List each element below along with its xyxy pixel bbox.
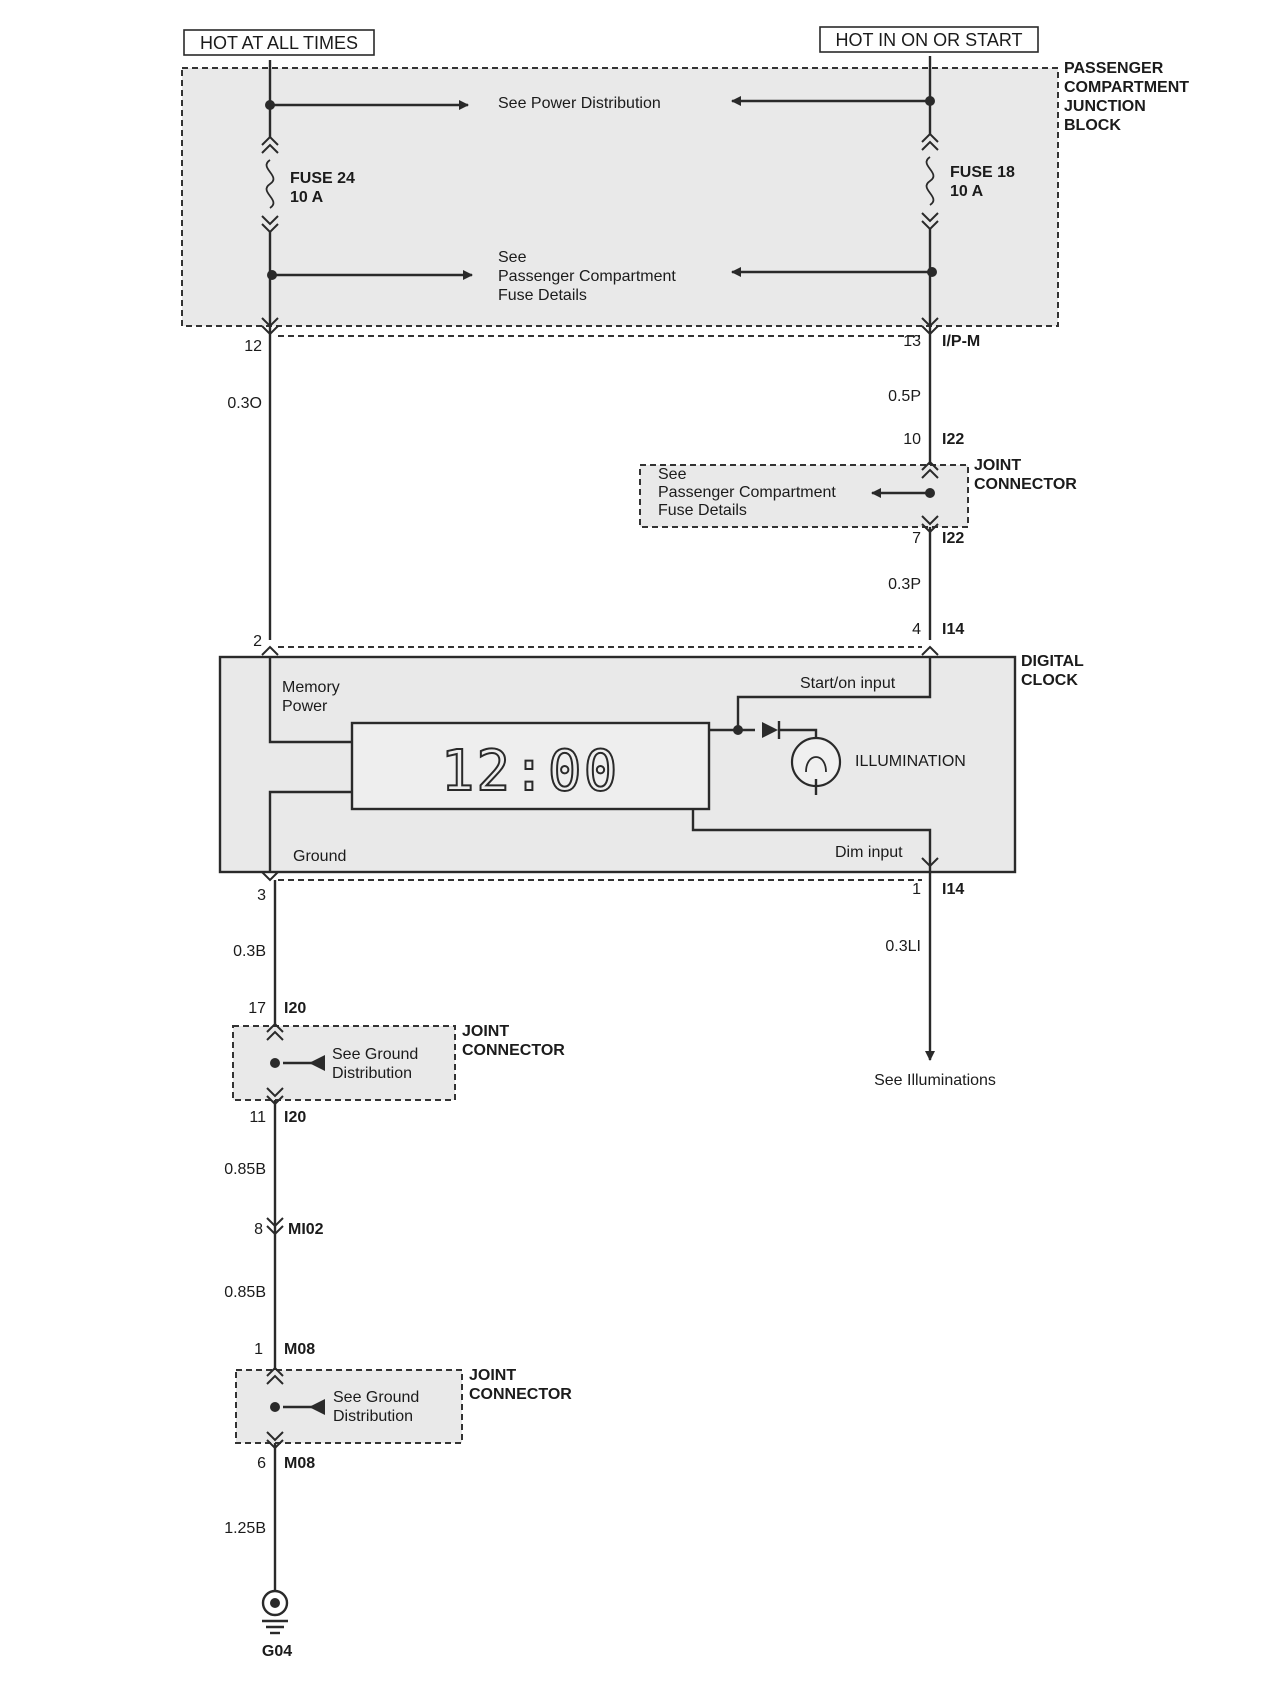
svg-text:See: See [498, 249, 527, 266]
svg-text:8: 8 [254, 1221, 263, 1238]
svg-text:CONNECTOR: CONNECTOR [462, 1042, 565, 1059]
svg-text:1.25B: 1.25B [224, 1520, 266, 1537]
svg-text:4: 4 [912, 621, 921, 638]
svg-text:JOINT: JOINT [974, 457, 1021, 474]
svg-text:See Ground: See Ground [332, 1046, 418, 1063]
svg-text:0.85B: 0.85B [224, 1161, 266, 1178]
svg-text:JOINT: JOINT [469, 1367, 516, 1384]
svg-text:I22: I22 [942, 530, 964, 547]
svg-text:Passenger Compartment: Passenger Compartment [498, 268, 676, 285]
joint-connector-i20: See Ground Distribution JOINT CONNECTOR [232, 1022, 565, 1106]
svg-text:0.85B: 0.85B [224, 1284, 266, 1301]
svg-text:13: 13 [903, 333, 921, 350]
svg-text:I22: I22 [942, 431, 964, 448]
ground-icon [261, 1589, 289, 1635]
svg-text:3: 3 [257, 887, 266, 904]
svg-text:I20: I20 [284, 1000, 306, 1017]
svg-text:I14: I14 [942, 881, 964, 898]
see-illuminations: See Illuminations [874, 1072, 996, 1089]
clock-display: 12:00 [441, 739, 620, 804]
svg-text:I/P-M: I/P-M [942, 333, 980, 350]
svg-text:MI02: MI02 [288, 1221, 324, 1238]
svg-text:Distribution: Distribution [332, 1065, 412, 1082]
joint-connector-m08: See Ground Distribution JOINT CONNECTOR [235, 1366, 572, 1450]
svg-text:I20: I20 [284, 1109, 306, 1126]
svg-text:COMPARTMENT: COMPARTMENT [1064, 79, 1189, 96]
see-power-distribution: See Power Distribution [498, 95, 661, 112]
illumination-output: 1 I14 0.3LI See Illuminations [874, 872, 996, 1089]
svg-text:ILLUMINATION: ILLUMINATION [855, 753, 966, 770]
svg-text:12: 12 [244, 338, 262, 355]
lamp-icon [790, 736, 842, 788]
hot-at-all-times-label: HOT AT ALL TIMES [183, 29, 375, 56]
digital-clock: DIGITAL CLOCK Memory Power 12:00 Ground … [218, 645, 1084, 882]
svg-text:10: 10 [903, 431, 921, 448]
svg-text:17: 17 [248, 1000, 266, 1017]
svg-text:Dim input: Dim input [835, 844, 903, 861]
ground-circuit: 3 0.3B 17 I20 See Ground Distribution JO… [224, 880, 572, 1660]
junction-block: PASSENGER COMPARTMENT JUNCTION BLOCK See… [181, 60, 1189, 327]
fuse-18: FUSE 18 10 A [921, 132, 1015, 231]
svg-text:G04: G04 [262, 1643, 292, 1660]
svg-text:6: 6 [257, 1455, 266, 1472]
svg-text:HOT AT ALL TIMES: HOT AT ALL TIMES [200, 33, 358, 53]
svg-text:1: 1 [254, 1341, 263, 1358]
svg-text:0.3P: 0.3P [888, 576, 921, 593]
hot-in-on-or-start-label: HOT IN ON OR START [819, 26, 1039, 53]
right-circuit: 13 I/P-M 0.5P 10 I22 See Passenger Compa… [639, 56, 1077, 640]
svg-text:BLOCK: BLOCK [1064, 117, 1121, 134]
svg-text:0.3LI: 0.3LI [885, 938, 921, 955]
svg-text:Power: Power [282, 698, 328, 715]
joint-connector-i22: See Passenger Compartment Fuse Details J… [639, 457, 1077, 534]
svg-text:PASSENGER: PASSENGER [1064, 60, 1164, 77]
svg-text:Memory: Memory [282, 679, 340, 696]
svg-text:Fuse Details: Fuse Details [658, 502, 747, 519]
svg-text:10 A: 10 A [950, 183, 984, 200]
svg-text:CONNECTOR: CONNECTOR [469, 1386, 572, 1403]
svg-text:0.3O: 0.3O [227, 395, 262, 412]
svg-text:0.3B: 0.3B [233, 943, 266, 960]
svg-text:1: 1 [912, 881, 921, 898]
left-circuit: 12 0.3O 2 [227, 60, 920, 650]
svg-text:10 A: 10 A [290, 189, 324, 206]
svg-text:JUNCTION: JUNCTION [1064, 98, 1146, 115]
svg-text:11: 11 [249, 1109, 266, 1126]
svg-text:HOT IN ON OR START: HOT IN ON OR START [835, 30, 1022, 50]
svg-text:JOINT: JOINT [462, 1023, 509, 1040]
svg-text:M08: M08 [284, 1455, 315, 1472]
svg-text:FUSE 18: FUSE 18 [950, 164, 1015, 181]
svg-text:See Ground: See Ground [333, 1389, 419, 1406]
svg-text:Passenger Compartment: Passenger Compartment [658, 484, 836, 501]
svg-text:I14: I14 [942, 621, 964, 638]
svg-text:FUSE 24: FUSE 24 [290, 170, 355, 187]
svg-text:M08: M08 [284, 1341, 315, 1358]
svg-text:2: 2 [253, 633, 262, 650]
svg-text:7: 7 [912, 530, 921, 547]
svg-text:0.5P: 0.5P [888, 388, 921, 405]
svg-text:CONNECTOR: CONNECTOR [974, 476, 1077, 493]
fuse-24: FUSE 24 10 A [261, 135, 355, 234]
svg-text:Fuse Details: Fuse Details [498, 287, 587, 304]
svg-text:DIGITAL: DIGITAL [1021, 653, 1084, 670]
svg-text:Ground: Ground [293, 848, 346, 865]
svg-text:Start/on input: Start/on input [800, 675, 896, 692]
svg-text:See: See [658, 466, 687, 483]
svg-text:Distribution: Distribution [333, 1408, 413, 1425]
svg-text:CLOCK: CLOCK [1021, 672, 1078, 689]
